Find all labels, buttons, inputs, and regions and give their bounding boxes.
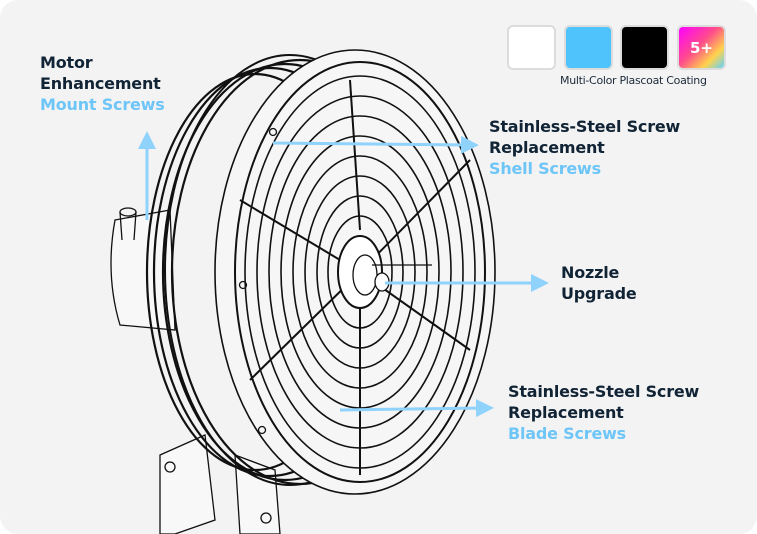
color-swatch-black bbox=[620, 25, 669, 70]
callout-subtitle: Blade Screws bbox=[508, 424, 627, 443]
callout-arrows bbox=[138, 131, 549, 418]
blade-arrow bbox=[339, 399, 494, 418]
color-swatch-more: 5+ bbox=[677, 25, 726, 70]
callout-blade: Stainless-Steel Screw Replacement Blade … bbox=[508, 381, 699, 444]
callout-title: Motor bbox=[40, 53, 93, 72]
callout-title: Stainless-Steel Screw bbox=[489, 117, 681, 136]
callout-title: Stainless-Steel Screw bbox=[508, 382, 700, 401]
shell-arrow bbox=[272, 135, 479, 154]
callout-title: Upgrade bbox=[561, 284, 637, 303]
callout-title: Enhancement bbox=[40, 74, 161, 93]
callout-subtitle: Shell Screws bbox=[489, 159, 601, 178]
callout-motor: Motor Enhancement Mount Screws bbox=[40, 52, 165, 115]
color-caption: Multi-Color Plascoat Coating bbox=[560, 74, 707, 87]
callout-nozzle: Nozzle Upgrade bbox=[561, 262, 637, 304]
fan-drawing bbox=[110, 49, 496, 534]
callout-title: Replacement bbox=[508, 403, 624, 422]
color-swatch-white bbox=[507, 25, 556, 70]
callout-subtitle: Mount Screws bbox=[40, 95, 165, 114]
color-swatch-blue bbox=[564, 25, 613, 70]
callout-title: Nozzle bbox=[561, 263, 620, 282]
callout-title: Replacement bbox=[489, 138, 605, 157]
callout-shell: Stainless-Steel Screw Replacement Shell … bbox=[489, 116, 680, 179]
